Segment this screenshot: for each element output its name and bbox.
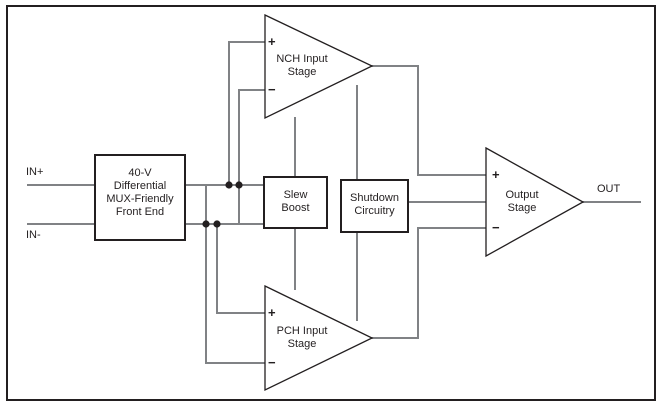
nch-input-stage-triangle [264, 13, 374, 120]
junction-dot-bottom-right [213, 220, 221, 228]
slew-boost-box [263, 176, 328, 229]
pch-input-stage-triangle [264, 284, 374, 392]
wire-tap-pch-plus [216, 223, 266, 314]
wire-tap-nch-plus [228, 41, 266, 186]
junction-dot-bottom-left [202, 220, 210, 228]
wire-pch-out-to-output-minus [371, 227, 487, 339]
wire-tap-pch-minus [205, 223, 266, 364]
front-end-box [94, 154, 186, 241]
junction-dot-top-left [225, 181, 233, 189]
wire-nch-out-to-output-plus [371, 65, 487, 176]
shutdown-circuitry-box [340, 179, 409, 233]
junction-dot-top-right [235, 181, 243, 189]
wire-tap-nch-minus [238, 89, 266, 186]
output-stage-triangle [485, 146, 585, 258]
